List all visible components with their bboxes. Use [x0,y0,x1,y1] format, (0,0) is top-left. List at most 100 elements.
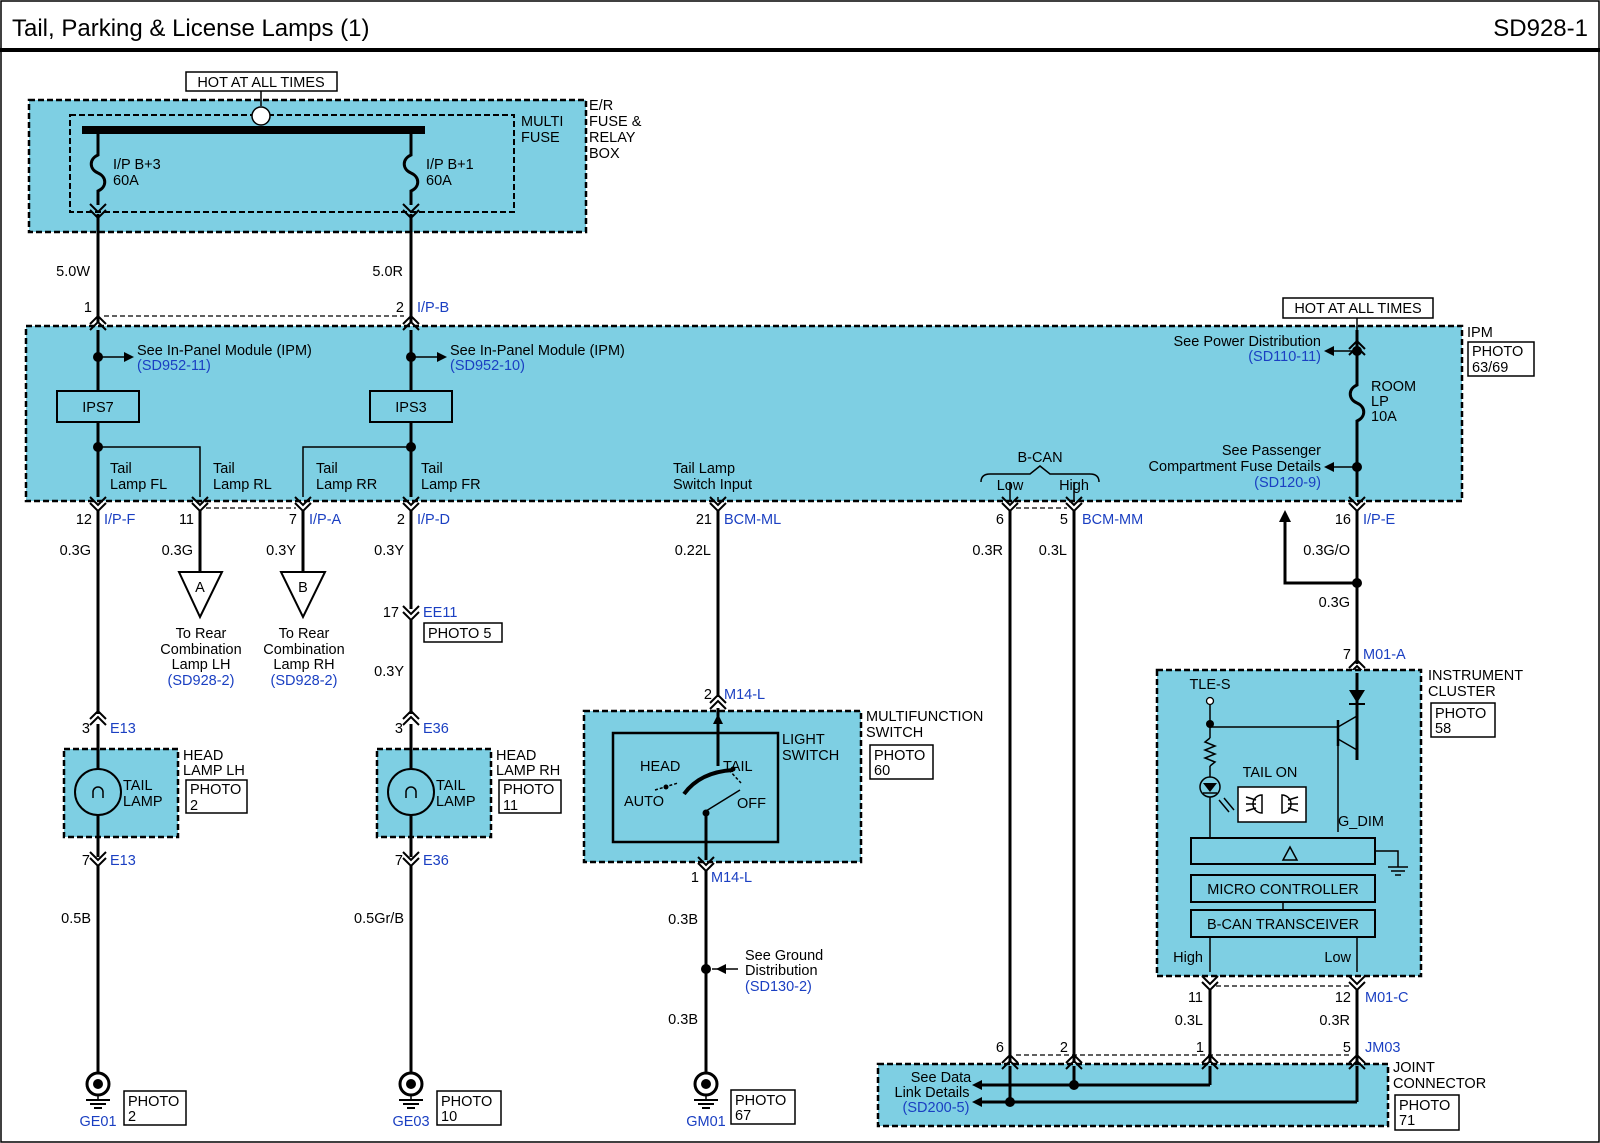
cluster-low: Low [1324,950,1351,966]
e13-pin-7: 7 [82,853,90,869]
wire-03b-b: 0.3B [668,1012,698,1028]
mfs-label-1: MULTIFUNCTION [866,709,983,725]
see-data-link-ref: (SD200-5) [903,1100,970,1116]
gm01-label: GM01 [686,1114,726,1130]
tail-switch-1: Tail Lamp [673,461,735,477]
conn-ipe: I/P-E [1363,512,1396,528]
ge01-label: GE01 [79,1114,116,1130]
to-rear-lh-3: Lamp LH [172,657,231,673]
ipb-pin-2: 2 [396,300,404,316]
conn-bcm-mm: BCM-MM [1082,512,1143,528]
tail-lamp-rr-1: Tail [316,461,338,477]
ips7-label: IPS7 [82,400,113,416]
ground-ge01 [85,1071,111,1109]
cluster-label-1: INSTRUMENT [1428,668,1523,684]
tail-on-label: TAIL ON [1243,765,1298,781]
ipm-box: IPM PHOTO 63/69 See In-Panel Module (IPM… [24,315,1535,503]
fuse-ipb3-rating: 60A [113,173,139,189]
head-lamp-rh-label-2: LAMP RH [496,763,560,779]
to-rear-rh-1: To Rear [279,626,330,642]
ipm-photo-2: 63/69 [1472,360,1508,376]
head-lh-tail-1: TAIL [123,778,153,794]
tail-lamp-rl-2: Lamp RL [213,477,272,493]
wire-03l-bcan: 0.3L [1039,543,1067,559]
multi-fuse-label-2: FUSE [521,130,560,146]
er-box-label-4: BOX [589,146,620,162]
er-box-label-1: E/R [589,98,613,114]
wire-05grb: 0.5Gr/B [354,911,404,927]
mfs-photo-2: 60 [874,763,890,779]
m14l-top-conn: M14-L [724,687,765,703]
fuse-ipb3-label: I/P B+3 [113,157,161,173]
e13-bot-conn: E13 [110,853,136,869]
switch-auto: AUTO [624,794,664,810]
see-ipm-2-ref: (SD952-10) [450,358,525,374]
e36-top-conn: E36 [423,721,449,737]
see-power-dist-ref: (SD110-11) [1248,349,1321,365]
head-rh-photo-1: PHOTO [503,782,554,798]
jm03-name: JM03 [1365,1040,1400,1056]
head-lamp-rh-label-1: HEAD [496,748,536,764]
wire-03r-bcan: 0.3R [972,543,1003,559]
ipm-photo-1: PHOTO [1472,344,1523,360]
cluster-photo-1: PHOTO [1435,706,1486,722]
light-switch-2: SWITCH [782,748,839,764]
wire-03go: 0.3G/O [1303,543,1350,559]
jm03-pin-1: 1 [1196,1040,1204,1056]
wire-05b: 0.5B [61,911,91,927]
conn-ipa: I/P-A [309,512,342,528]
room-lp-1: ROOM [1371,379,1416,395]
conn-ipd: I/P-D [417,512,450,528]
tail-lamp-fr-2: Lamp FR [421,477,481,493]
ee11-name: EE11 [423,605,457,621]
m14l-bot-conn: M14-L [711,870,752,886]
head-lh-photo-2: 2 [190,798,198,814]
e36-bot-conn: E36 [423,853,449,869]
wire-03y-fr: 0.3Y [374,543,404,559]
pin-5: 5 [1060,512,1068,528]
er-box-label-3: RELAY [589,130,636,146]
page-title: Tail, Parking & License Lamps (1) [12,15,370,42]
ge03-photo-1: PHOTO [441,1094,492,1110]
wire-03y-ee11: 0.3Y [374,664,404,680]
jm03-pin-5: 5 [1343,1040,1351,1056]
ge03-photo-2: 10 [441,1109,457,1125]
pin-12: 12 [76,512,92,528]
cluster-high: High [1173,950,1203,966]
ips3-label: IPS3 [395,400,426,416]
pin-7: 7 [289,512,297,528]
m01c-pin-11: 11 [1188,990,1203,1006]
bcan-label: B-CAN [1017,450,1062,466]
see-ipm-1: See In-Panel Module (IPM) [137,343,312,359]
pin-21: 21 [696,512,712,528]
ee11-pin: 17 [383,605,399,621]
ge01-photo-2: 2 [128,1109,136,1125]
m01a-conn: M01-A [1363,647,1406,663]
ground-dist-2: Distribution [745,963,818,979]
to-rear-lh-ref: (SD928-2) [168,673,235,689]
wire-03g-cluster: 0.3G [1319,595,1350,611]
joint-photo-1: PHOTO [1399,1098,1450,1114]
wire-5-0w: 5.0W [56,264,90,280]
head-rh-tail-1: TAIL [436,778,466,794]
ge03-label: GE03 [392,1114,429,1130]
see-ipm-2: See In-Panel Module (IPM) [450,343,625,359]
joint-label-1: JOINT [1393,1060,1435,1076]
fuse-ipb1-rating: 60A [426,173,452,189]
wire-03y-rr: 0.3Y [266,543,296,559]
to-rear-lh-2: Combination [160,642,241,658]
m14l-pin-1: 1 [691,870,699,886]
wire-022l: 0.22L [675,543,711,559]
cluster-label-2: CLUSTER [1428,684,1496,700]
see-passenger-2: Compartment Fuse Details [1149,459,1321,475]
bcan-transceiver: B-CAN TRANSCEIVER [1207,917,1359,933]
room-lp-3: 10A [1371,409,1397,425]
tle-s-label: TLE-S [1189,677,1230,693]
m14l-pin-2: 2 [704,687,712,703]
switch-head: HEAD [640,759,680,775]
multifunction-switch: HEAD TAIL AUTO OFF LIGHT SWITCH [582,708,863,864]
m01c-pin-12: 12 [1335,990,1351,1006]
conn-bcm-ml: BCM-ML [724,512,781,528]
tail-lamp-fl-1: Tail [110,461,132,477]
joint-photo-2: 71 [1399,1113,1415,1129]
